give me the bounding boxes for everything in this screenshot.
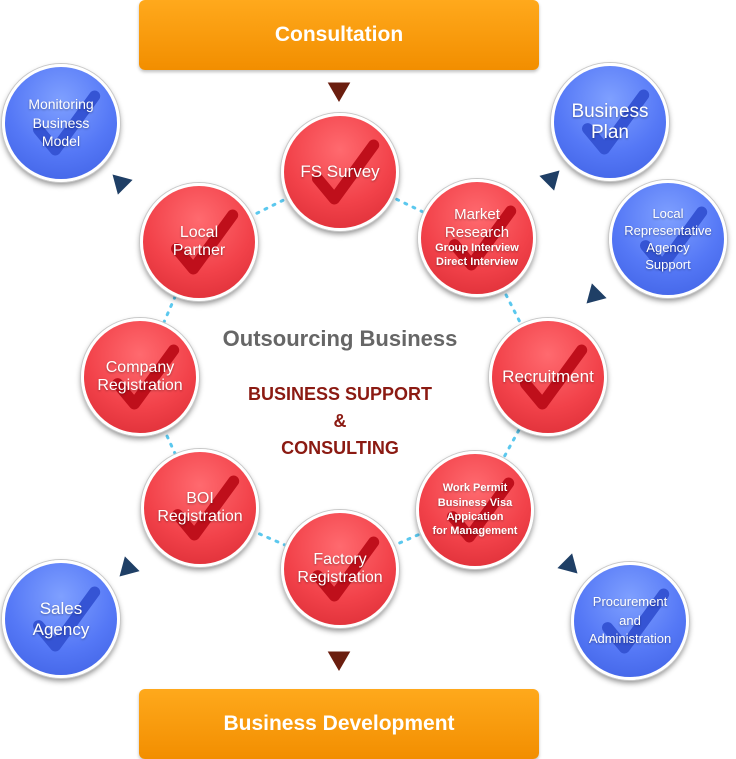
label-line: Model [41,133,81,150]
label-line: Business Visa [437,496,513,509]
label-line: Research [444,223,510,241]
arrow-down-top-icon [327,82,351,102]
arrow-to-procurement-icon [557,553,578,574]
label-line: Representative [624,222,712,238]
checkmark-icon [312,536,380,602]
label-line: Plan [590,122,629,143]
checkmark-icon [582,89,650,155]
support-line-3: CONSULTING [281,438,399,458]
label-line: Agency [32,620,90,639]
step-circle-recruitment: Recruitment [489,318,607,436]
label-line: Company [105,359,175,377]
label-line: Registration [157,508,243,525]
checkmark-icon [640,206,708,272]
label-line: Sales [39,598,83,618]
label-subline: Direct Interview [436,256,518,269]
label-line: Appication [446,511,504,523]
outsourcing-business-title: Outsourcing Business [222,326,458,351]
arrow-to-business-plan-icon [539,170,560,191]
label-subline: Group Interview [435,241,519,254]
label-line: Agency [646,240,690,255]
business-development-label: Business Development [223,712,455,735]
business-development-banner: Business Development [139,689,539,759]
label-line: Local [652,205,684,221]
label-line: and [619,612,641,628]
arrow-to-sales-agency-icon [119,556,140,577]
checkmark-icon [447,477,515,543]
circle-label: Recruitment [496,367,600,386]
label-line: Business [32,114,90,131]
checkmark-icon [33,90,101,156]
step-circle-fs-survey: FS Survey [281,113,399,231]
label-line: Market [454,206,500,224]
arrow-group [112,82,607,671]
label-line: Work Permit [442,482,508,495]
arrow-to-local-rep-icon [586,283,607,304]
label-line: Support [645,257,691,273]
checkmark-icon [171,209,239,275]
support-line-1: BUSINESS SUPPORT [247,384,433,404]
label-line: for Management [432,525,518,538]
business-support-consulting-title: BUSINESS SUPPORT & CONSULTING [190,381,490,462]
label-line: FS Survey [300,162,380,182]
support-line-2: & [333,411,347,431]
label-line: Monitoring [28,96,94,113]
checkmark-icon [172,475,240,541]
checkmark-icon [602,588,670,654]
label-line: Partner [172,242,226,259]
label-line: Factory [313,551,367,569]
label-line: Recruitment [502,367,594,387]
label-line: Local [179,224,219,242]
label-line: Procurement [592,593,668,609]
checkmark-icon [33,586,101,652]
consultation-label: Consultation [274,23,404,46]
circle-label: FS Survey [294,162,385,181]
label-line: BOI [186,490,214,508]
arrow-to-monitoring-icon [112,174,133,195]
label-line: Registration [297,569,383,586]
checkmark-icon [312,139,380,205]
checkmark-icon [520,344,588,410]
consultation-banner: Consultation [139,0,539,70]
arrow-down-bottom-icon [327,651,351,671]
label-line: Administration [588,631,672,647]
label-line: Business [571,100,649,122]
label-line: Registration [97,377,183,394]
checkmark-icon [449,205,517,271]
checkmark-icon [112,344,180,410]
